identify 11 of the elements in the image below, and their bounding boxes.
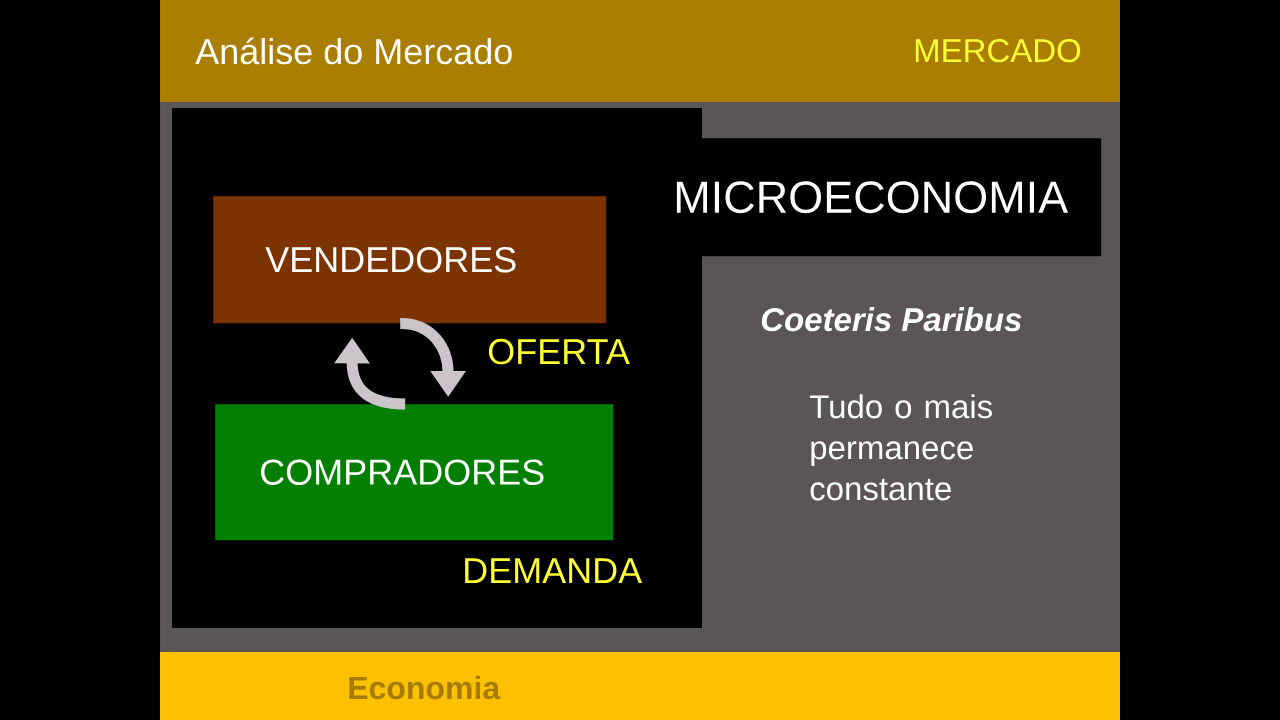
header-label: MERCADO xyxy=(915,38,1081,63)
node-label: MICROECONOMIA xyxy=(676,181,1069,214)
footer-label: Economia xyxy=(349,675,501,700)
text-box: VENDEDORES xyxy=(213,196,607,324)
text-box: COMPRADORES xyxy=(215,404,614,541)
body-text: Tudo o mais permanece constante xyxy=(809,394,992,501)
side-label: DEMANDA xyxy=(465,558,643,583)
text-box: MICROECONOMIA xyxy=(640,138,1102,257)
subheading: Coeteris Paribus xyxy=(761,307,1022,332)
side-label: OFERTA xyxy=(488,338,630,365)
slide-title: Análise do Mercado xyxy=(195,37,512,65)
